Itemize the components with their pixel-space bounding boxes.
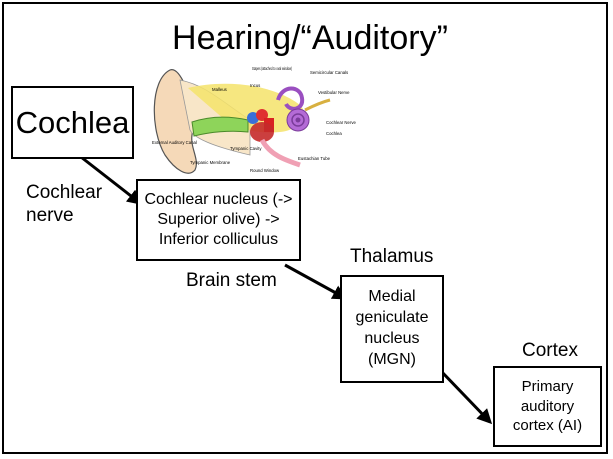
cortex-box: Primary auditory cortex (AI)	[493, 366, 602, 447]
ear-label-incus: Incus	[250, 83, 260, 88]
ear-label-eustachian: Eustachian Tube	[298, 156, 331, 161]
ear-label-tympanic-cavity: Tympanic Cavity	[230, 146, 262, 151]
ear-label-external-canal: External Auditory Canal	[152, 140, 197, 145]
nerve-shape	[305, 100, 330, 110]
cochlea-spiral-inner	[296, 118, 301, 123]
ear-label-stapes: Stapes (attached to oval window)	[252, 66, 292, 71]
brainstem-nuclei-box: Cochlear nucleus (-> Superior olive) -> …	[136, 179, 301, 261]
mgn-box: Medial geniculate nucleus (MGN)	[340, 275, 444, 383]
slide-title: Hearing/“Auditory”	[140, 18, 480, 58]
ear-label-cochlear-nerve: Cochlear Nerve	[326, 120, 356, 125]
brainstem-nuclei-label: Cochlear nucleus (-> Superior olive) -> …	[144, 190, 292, 250]
cochlear-nerve-label: Cochlear nerve	[26, 182, 102, 228]
ear-label-malleus: Malleus	[212, 87, 227, 92]
ear-label-tympanic-membrane: Tympanic Membrane	[190, 160, 231, 165]
cortex-box-label: Primary auditory cortex (AI)	[513, 377, 582, 436]
ear-label-cochlea: Cochlea	[326, 131, 342, 136]
ear-label-semicircular: Semicircular Canals	[310, 70, 348, 75]
brain-stem-label: Brain stem	[186, 270, 277, 293]
thalamus-label: Thalamus	[350, 246, 433, 269]
eustachian-tube-shape	[262, 140, 300, 165]
cochlea-label: Cochlea	[16, 105, 130, 141]
cochlea-box: Cochlea	[11, 86, 134, 159]
ear-label-vestibular: Vestibular Nerve	[318, 90, 350, 95]
ear-anatomy-illustration: Stapes (attached to oval window) Semicir…	[150, 60, 410, 180]
tympanic-cavity-shape	[250, 122, 274, 142]
mgn-label: Medial geniculate nucleus (MGN)	[356, 287, 429, 370]
cortex-label: Cortex	[522, 340, 578, 363]
ear-label-round-window: Round Window	[250, 168, 280, 173]
